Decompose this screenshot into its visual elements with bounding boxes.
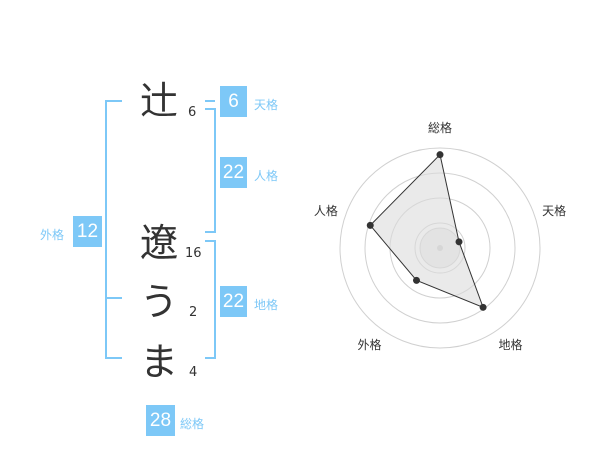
tenkaku-label: 天格 <box>254 98 279 112</box>
tenkaku-badge: 6 <box>220 86 247 117</box>
gaikaku-badge: 12 <box>73 216 102 247</box>
stroke-count-3: 2 <box>189 305 198 320</box>
name-char-4: ま <box>140 340 179 384</box>
gaikaku-bracket <box>105 100 122 359</box>
soukaku-label: 総格 <box>180 417 205 431</box>
radar-polygon <box>369 153 484 309</box>
stroke-count-1: 6 <box>188 105 197 120</box>
gaikaku-label: 外格 <box>40 228 65 242</box>
chikaku-label: 地格 <box>254 298 279 312</box>
radar-axis-label-5: 人格 <box>314 203 338 218</box>
radar-axis-label-4: 外格 <box>357 337 381 352</box>
jinkaku-label: 人格 <box>254 169 279 183</box>
radar-axis-label-2: 天格 <box>542 203 566 218</box>
radar-axis-label-1: 総格 <box>428 120 452 135</box>
name-char-3: う <box>140 280 179 324</box>
radar-point-5 <box>366 221 374 229</box>
radar-point-2 <box>455 238 463 246</box>
kaku-brackets <box>105 100 216 359</box>
radar-point-1 <box>436 151 444 159</box>
radar-point-3 <box>479 303 487 311</box>
soukaku-badge: 28 <box>146 405 175 436</box>
jinkaku-badge: 22 <box>220 157 247 188</box>
chikaku-bracket <box>205 240 216 359</box>
radar-point-4 <box>412 276 420 284</box>
name-char-2: 遼 <box>140 221 179 265</box>
jinkaku-bracket <box>205 108 216 233</box>
radar-ring-4 <box>339 147 541 349</box>
chikaku-badge: 22 <box>220 286 247 317</box>
radar-axis-label-3: 地格 <box>499 337 523 352</box>
name-char-1: 辻 <box>140 79 179 123</box>
stroke-count-4: 4 <box>189 365 198 380</box>
stroke-count-2: 16 <box>185 246 202 261</box>
